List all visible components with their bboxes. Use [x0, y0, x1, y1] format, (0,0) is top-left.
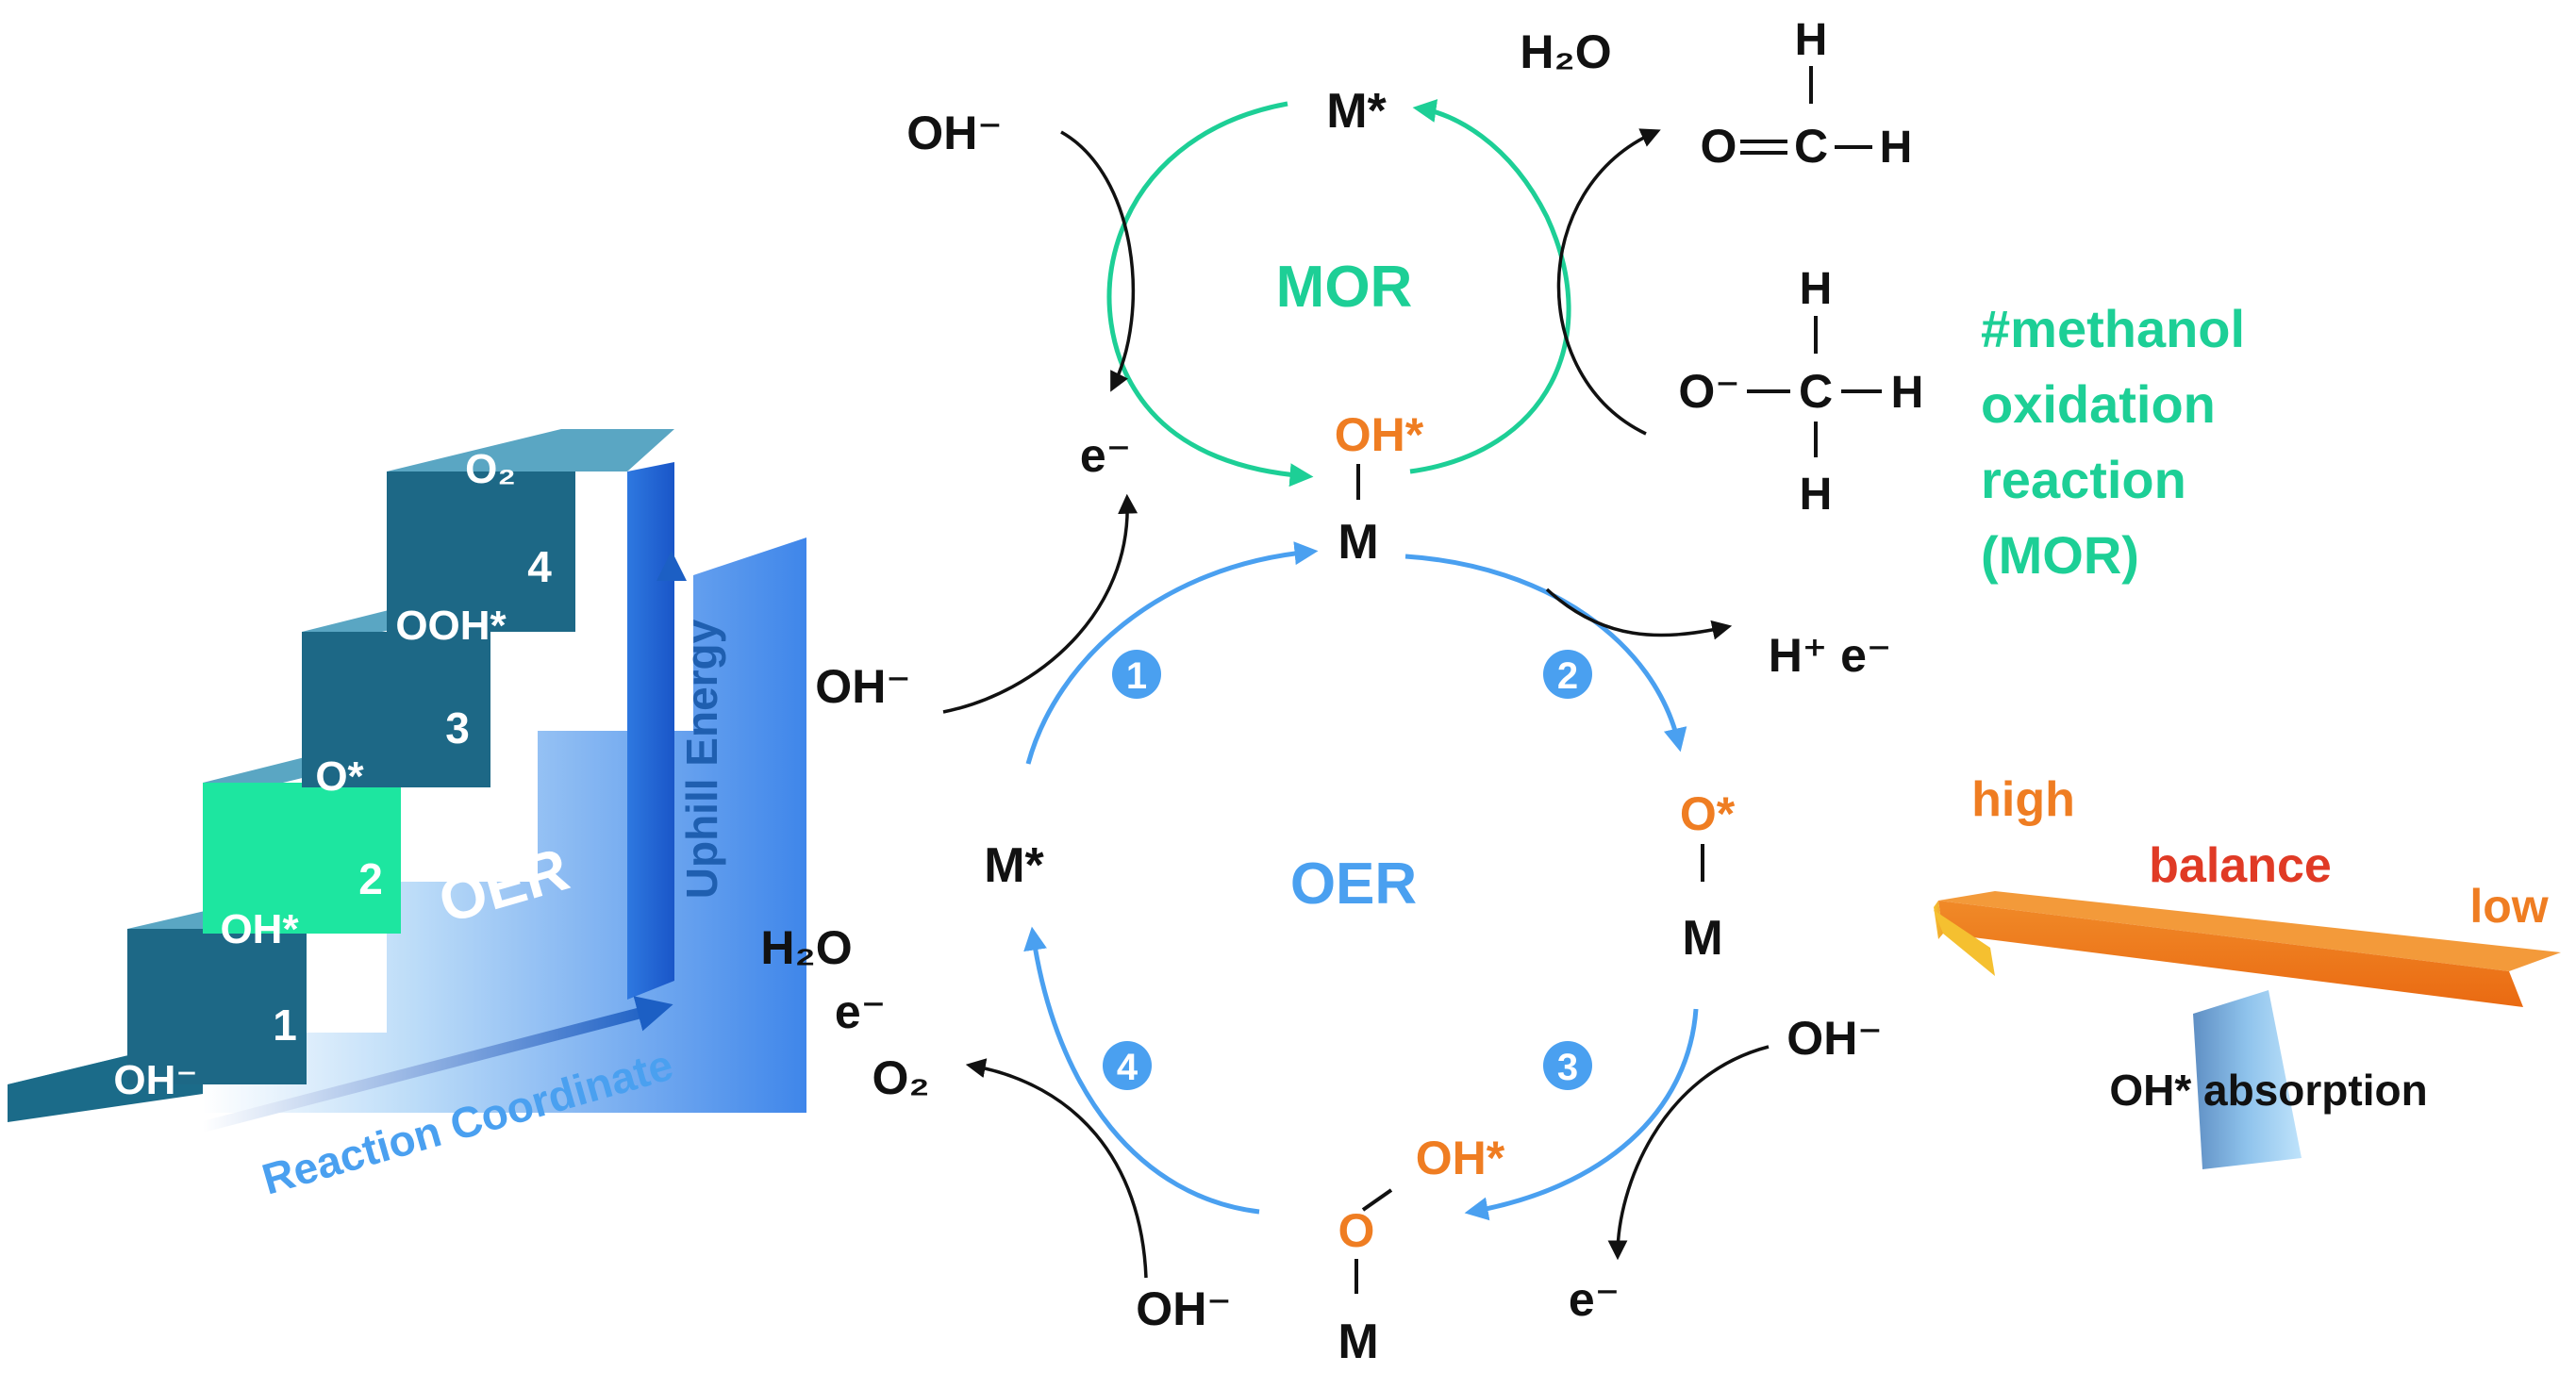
oer-step4-output-h2o: H₂O — [760, 921, 852, 974]
oer-step3-input-oh: OH⁻ — [1787, 1012, 1882, 1065]
step-3-front — [302, 632, 490, 787]
formaldehyde-o: O — [1701, 120, 1737, 173]
oer-step2-side-arrow — [1545, 587, 1733, 640]
oer-step1-side-arrow — [942, 493, 1138, 714]
stair-species-o2: O₂ — [465, 446, 516, 492]
oer-cycle-top-m: M — [1338, 515, 1378, 570]
mor-footnote-line-3: reaction — [1981, 450, 2186, 509]
mor-center-label: MOR — [1276, 255, 1413, 320]
mor-oh-star: OH* — [1335, 408, 1424, 461]
oer-step-badge-2: 2 — [1543, 650, 1592, 699]
mor-footnote-line-4: (MOR) — [1981, 525, 2139, 585]
mor-product-arrow — [1556, 128, 1661, 436]
methoxide-h-top: H — [1800, 264, 1833, 314]
oer-bottom-oh-star: OH* — [1416, 1132, 1505, 1184]
stair-species-oh-minus: OH⁻ — [113, 1057, 197, 1103]
balance-center-label: balance — [2149, 838, 2332, 893]
oer-cycle: OER 1 2 3 4 M* O* M OH* O M OH⁻ H⁺ — [760, 493, 1892, 1369]
oer-step4-side-arrow — [965, 1058, 1148, 1279]
oer-bottom-bond-oo — [1361, 1188, 1393, 1212]
oer-step4-input-oh: OH⁻ — [1136, 1282, 1231, 1335]
formaldehyde-c: C — [1794, 120, 1828, 173]
mor-arc-right — [1409, 99, 1571, 474]
stair-species-oh-star: OH* — [220, 906, 299, 952]
oer-step1-input-oh: OH⁻ — [815, 660, 910, 713]
methoxide-structure: H O⁻ C H H — [1678, 264, 1923, 520]
step-4-top — [387, 429, 674, 471]
oer-arc-step-3 — [1464, 1008, 1699, 1221]
oer-step4-output-o2: O₂ — [872, 1051, 929, 1104]
balance-low-label: low — [2469, 880, 2548, 933]
step-number-2: 2 — [358, 854, 383, 903]
staircase-right-face — [627, 462, 674, 1000]
step-number-4: 4 — [527, 542, 552, 591]
balance-caption: OH* absorption — [2109, 1066, 2427, 1115]
staircase: 1 2 3 4 OH⁻ OH* O* OOH* O₂ OER Uphill En… — [8, 429, 806, 1204]
mor-footnote-line-1: #methanol — [1981, 299, 2245, 358]
mor-cycle: MOR M* OH* M OH⁻ e⁻ H₂O H O C H H O⁻ C — [906, 15, 2245, 585]
step-4-front — [387, 471, 575, 632]
oer-center-label: OER — [1290, 852, 1417, 917]
oer-right-m: M — [1682, 911, 1722, 966]
mor-footnote-line-2: oxidation — [1981, 374, 2216, 434]
oer-arc-step-2 — [1404, 554, 1687, 753]
svg-text:2: 2 — [1557, 655, 1578, 697]
oer-step-badge-1: 1 — [1112, 650, 1161, 699]
oer-bottom-o: O — [1338, 1204, 1375, 1257]
oer-right-o-star: O* — [1680, 787, 1736, 840]
step-number-3: 3 — [445, 703, 470, 753]
y-axis-label: Uphill Energy — [677, 619, 726, 899]
mor-top-species: M* — [1326, 84, 1387, 139]
step-1-front — [127, 929, 307, 1084]
oer-step4-output-e: e⁻ — [835, 985, 886, 1038]
balance-plank-side — [1934, 910, 1995, 976]
methoxide-c: C — [1799, 365, 1833, 418]
formaldehyde-h-top: H — [1795, 15, 1828, 65]
oer-arc-step-1 — [1025, 541, 1319, 765]
balance-seesaw: high balance low OH* absorption — [1934, 772, 2561, 1169]
svg-text:4: 4 — [1117, 1047, 1138, 1088]
mor-product-h2o: H₂O — [1520, 25, 1611, 78]
oer-bottom-m: M — [1338, 1315, 1378, 1369]
oer-step-badge-3: 3 — [1543, 1041, 1592, 1090]
methoxide-o: O⁻ — [1678, 365, 1739, 418]
step-2-front — [203, 783, 401, 934]
mor-input-oh: OH⁻ — [906, 107, 1002, 159]
formaldehyde-h-right: H — [1880, 123, 1913, 173]
oer-left-species: M* — [984, 838, 1044, 893]
stair-species-ooh-star: OOH* — [395, 603, 507, 649]
mor-input-arrow — [1060, 130, 1136, 392]
svg-text:3: 3 — [1557, 1047, 1578, 1088]
oer-step-badge-4: 4 — [1103, 1041, 1152, 1090]
mor-footnote: #methanol oxidation reaction (MOR) — [1981, 299, 2245, 585]
balance-plank-top — [1938, 891, 2561, 971]
balance-high-label: high — [1971, 772, 2075, 827]
svg-text:1: 1 — [1126, 655, 1147, 697]
methoxide-h-right: H — [1891, 368, 1924, 418]
oer-step3-side-arrow — [1607, 1045, 1770, 1261]
oer-step2-output: H⁺ e⁻ — [1769, 629, 1892, 682]
oer-arc-step-4 — [1023, 926, 1260, 1215]
mor-output-e: e⁻ — [1080, 429, 1131, 482]
balance-plank-front — [1938, 901, 2523, 1007]
oer-step3-output-e: e⁻ — [1569, 1273, 1620, 1326]
step-number-1: 1 — [273, 1001, 297, 1050]
stair-species-o-star: O* — [315, 753, 364, 800]
balance-fulcrum — [2193, 990, 2302, 1169]
formaldehyde-structure: H O C H — [1701, 15, 1913, 173]
methoxide-h-bottom: H — [1800, 470, 1833, 520]
x-axis-arrow — [201, 996, 673, 1133]
